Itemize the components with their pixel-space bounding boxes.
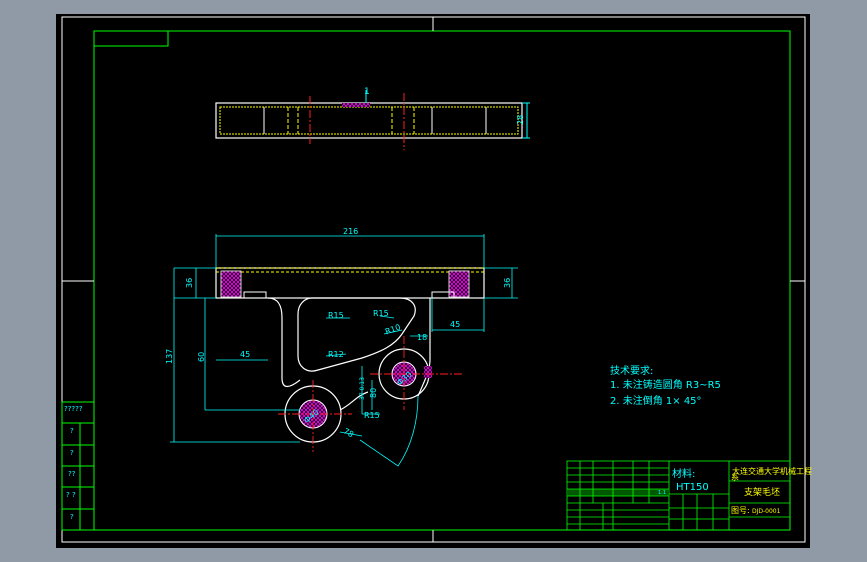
technical-notes: 技术要求: 1. 未注铸造圆角 R3~R5 2. 未注倒角 1× 45°	[610, 364, 721, 407]
label-vertical: 37 0.13	[359, 377, 366, 400]
label-18: 18	[417, 333, 427, 342]
notes-title: 技术要求:	[610, 364, 653, 377]
dim-137: 137	[165, 349, 174, 364]
sheet-inner-border	[93, 30, 791, 531]
dim-45-right: 45	[450, 320, 460, 329]
drawing-no-label: 图号:	[731, 506, 750, 515]
part-name: 支架毛坯	[744, 486, 780, 498]
label-r15-b: R15	[373, 309, 389, 318]
left-cell-4: ? ?	[66, 491, 76, 499]
label-r15-a: R15	[328, 311, 344, 320]
label-78: 78	[342, 426, 355, 439]
title-block	[566, 460, 791, 531]
dim-36-left: 36	[185, 278, 194, 288]
label-r15-c: R15	[364, 411, 380, 420]
left-cell-5: ?	[70, 513, 74, 521]
dim-36-right: 36	[503, 278, 512, 288]
corner-tab	[93, 30, 169, 47]
scale-value: 1:1	[658, 490, 666, 496]
label-r12: R12	[328, 350, 344, 359]
front-view[interactable]: 216 36 36 137 60 45 45 R15 R15 R10 R12 1…	[165, 227, 518, 467]
label-1: 1	[364, 87, 370, 97]
material-label: 材料:	[672, 467, 695, 480]
hatch-left	[220, 270, 242, 298]
hatch-right	[448, 270, 470, 298]
material-value: HT150	[676, 482, 709, 493]
left-label-strip	[61, 401, 95, 531]
notes-line-1: 1. 未注铸造圆角 R3~R5	[610, 378, 721, 391]
left-cell-1: ?	[70, 427, 74, 435]
left-cell-3: ??	[68, 470, 76, 478]
sheet-ticks	[62, 17, 805, 542]
dim-28: 28	[516, 115, 525, 125]
label-r10: R10	[384, 323, 402, 337]
left-cell-2: ?	[70, 449, 74, 457]
notes-line-2: 2. 未注倒角 1× 45°	[610, 394, 702, 407]
sheet-outer-frame	[61, 16, 806, 543]
label-80: 80	[369, 388, 378, 398]
school-name-cont: 系	[731, 472, 739, 482]
dim-60: 60	[197, 352, 206, 362]
drawing-no: DJD-0001	[752, 508, 781, 515]
top-view[interactable]: 1 28	[215, 87, 530, 150]
school-name: 大连交通大学机械工程	[732, 466, 812, 476]
dim-216: 216	[343, 227, 358, 236]
left-cell-0: ?????	[64, 405, 83, 413]
dim-45-left: 45	[240, 350, 250, 359]
